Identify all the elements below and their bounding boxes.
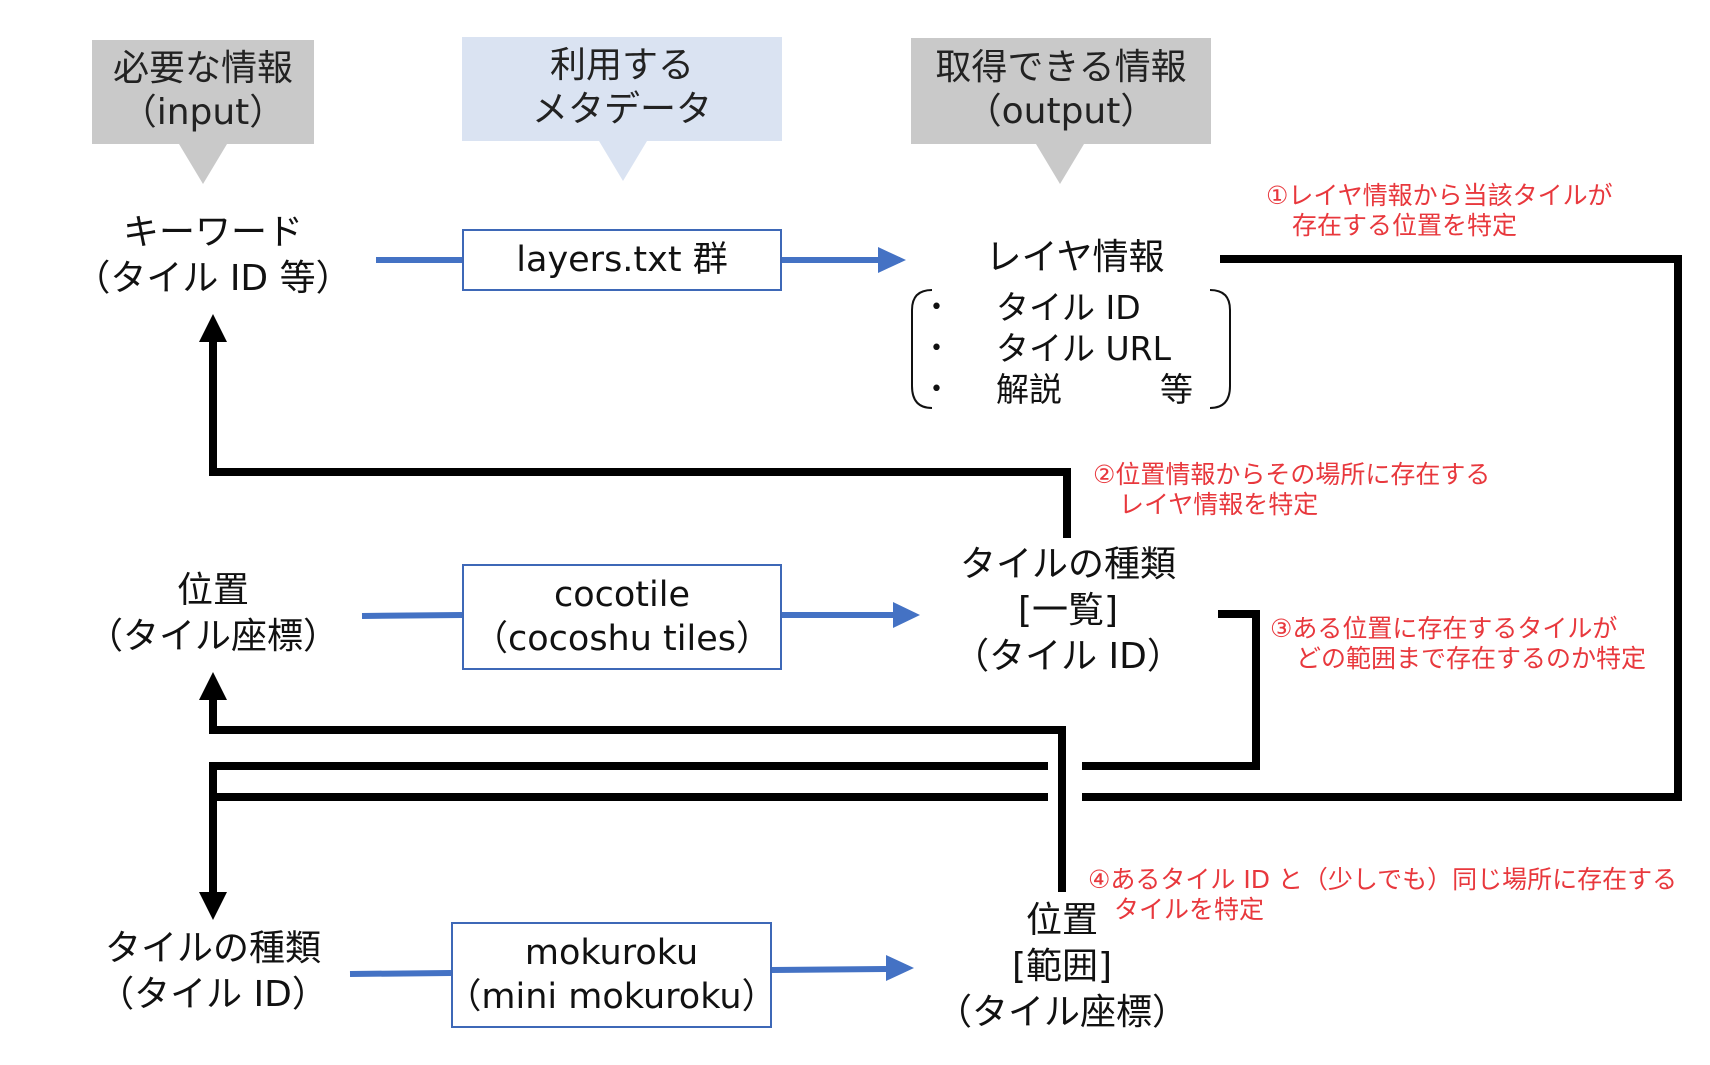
output-header-pointer	[1036, 144, 1084, 184]
link-arrowhead-position	[199, 672, 227, 700]
tile-types-node-line2: （タイル ID）	[98, 974, 328, 1015]
metadata-header: 利用する メタデータ	[462, 37, 782, 141]
input-header-pointer	[179, 144, 227, 184]
layer-info-item-text: タイル URL	[996, 329, 1171, 368]
brace-left	[911, 289, 933, 409]
cocotile-box-line2: （cocoshu tiles）	[473, 619, 771, 659]
link-line-4	[209, 700, 1066, 892]
output-header: 取得できる情報 （output）	[911, 38, 1211, 144]
note-3: ③ある位置に存在するタイルが どの範囲まで存在するのか特定	[1270, 614, 1646, 674]
link-arrowhead-tile-types	[199, 892, 227, 920]
tile-types-list-node-line3: （タイル ID）	[953, 636, 1183, 677]
layer-info-item-text: タイル ID	[996, 288, 1141, 327]
link-line-3	[1082, 610, 1260, 770]
metadata-header-pointer	[599, 141, 647, 181]
mokuroku-box: mokuroku （mini mokuroku）	[446, 922, 777, 1028]
bullet-glyph: •	[930, 336, 943, 361]
note-4: ④あるタイル ID と（少しでも）同じ場所に存在する タイルを特定	[1088, 865, 1677, 925]
bullet-glyph: •	[930, 377, 943, 402]
tile-types-list-node: タイルの種類 [一覧] （タイル ID）	[928, 542, 1208, 680]
note-1-line2: 存在する位置を特定	[1292, 211, 1518, 240]
position-range-node: 位置 [範囲] （タイル座標）	[922, 898, 1202, 1036]
tile-types-node-line1: タイルの種類	[104, 928, 321, 969]
keyword-node-line2: （タイル ID 等）	[74, 258, 352, 299]
layer-info-item: • タイル ID	[930, 287, 1193, 328]
position-range-node-line1: 位置	[1025, 900, 1098, 941]
flow-arrowhead-layer-info	[878, 247, 906, 273]
position-range-node-line3: （タイル座標）	[935, 992, 1188, 1033]
output-header-line2: （output）	[965, 91, 1157, 132]
position-node: 位置 （タイル座標）	[78, 568, 348, 660]
link-line-2	[209, 340, 1071, 538]
input-header-line1: 必要な情報	[112, 48, 293, 89]
input-header-line2: （input）	[120, 92, 286, 133]
layer-info-item: • 解説 等	[930, 369, 1193, 410]
layer-info-node-title: レイヤ情報	[985, 237, 1165, 278]
link-line-1	[1082, 255, 1682, 801]
tile-types-node: タイルの種類 （タイル ID）	[78, 926, 348, 1018]
cocotile-box-line1: cocotile	[553, 575, 691, 615]
note-1-line1: ①レイヤ情報から当該タイルが	[1266, 181, 1613, 210]
cocotile-box: cocotile （cocoshu tiles）	[462, 564, 782, 670]
position-node-line2: （タイル座標）	[86, 616, 339, 657]
layers-txt-box: layers.txt 群	[462, 229, 782, 291]
link-arrowhead-keyword	[199, 314, 227, 342]
tile-types-list-node-line2: [一覧]	[1017, 590, 1119, 631]
note-3-line1: ③ある位置に存在するタイルが	[1270, 614, 1618, 643]
flow-line-position-to-cocotile	[361, 612, 463, 619]
layer-info-item: • タイル URL	[930, 328, 1193, 369]
flow-arrowhead-tile-types	[893, 602, 920, 628]
note-2-line2: レイヤ情報を特定	[1119, 490, 1319, 519]
note-4-line2: タイルを特定	[1114, 895, 1265, 924]
metadata-header-line2: メタデータ	[531, 89, 712, 130]
mokuroku-box-line1: mokuroku	[524, 933, 699, 973]
layer-info-item-text: 解説	[996, 370, 1062, 409]
note-3-line2: どの範囲まで存在するのか特定	[1296, 644, 1647, 673]
layer-info-item-suffix: 等	[1160, 370, 1193, 409]
metadata-header-line1: 利用する	[549, 45, 694, 86]
bullet-glyph: •	[930, 295, 943, 320]
position-range-node-line2: [範囲]	[1011, 946, 1113, 987]
layer-info-node: レイヤ情報	[960, 235, 1190, 281]
input-header: 必要な情報 （input）	[92, 40, 314, 144]
note-1: ①レイヤ情報から当該タイルが 存在する位置を特定	[1266, 181, 1613, 241]
position-node-line1: 位置	[176, 570, 249, 611]
layer-info-list: • タイル ID • タイル URL • 解説 等	[930, 287, 1193, 410]
note-4-line1: ④あるタイル ID と（少しでも）同じ場所に存在する	[1088, 865, 1678, 894]
note-2-line1: ②位置情報からその場所に存在する	[1093, 460, 1491, 489]
output-header-line1: 取得できる情報	[935, 47, 1187, 88]
keyword-node: キーワード （タイル ID 等）	[63, 210, 363, 302]
tile-types-list-node-line1: タイルの種類	[959, 544, 1176, 585]
mokuroku-box-line2: （mini mokuroku）	[446, 977, 777, 1017]
note-2: ②位置情報からその場所に存在する レイヤ情報を特定	[1093, 460, 1490, 520]
brace-right	[1209, 289, 1231, 409]
flow-line-tile-types-to-mokuroku	[349, 970, 452, 977]
flow-arrow-mokuroku-to-position-range	[771, 966, 887, 973]
keyword-node-line1: キーワード	[122, 212, 303, 253]
flow-arrowhead-position-range	[886, 955, 914, 981]
layers-txt-box-label: layers.txt 群	[516, 240, 728, 280]
